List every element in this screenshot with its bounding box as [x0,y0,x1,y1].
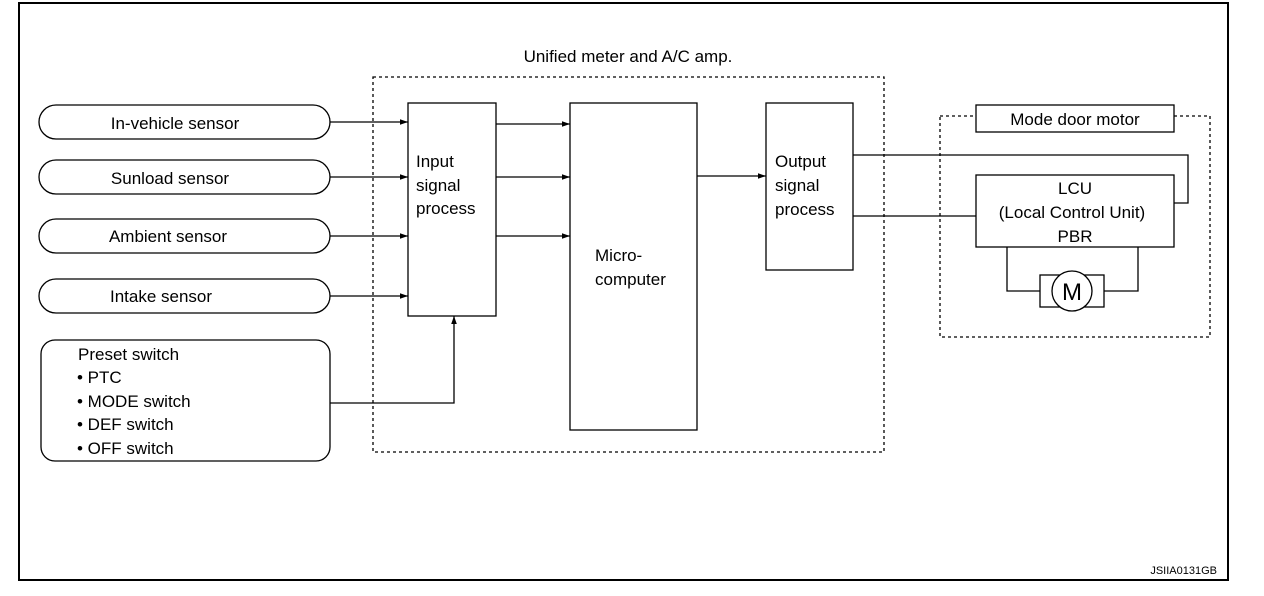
microcomputer-block [569,102,698,431]
lcu-line-3: PBR [1058,227,1093,246]
wire-lcu-to-motor-left [1006,247,1040,292]
mode-door-motor-label-box [975,104,1175,133]
preset-switch-title: Preset switch [78,345,179,364]
amp-boundary [372,76,885,453]
mode-door-motor-title: Mode door motor [1010,110,1140,129]
preset-item-off: • OFF switch [77,439,174,458]
output-signal-process-block [765,102,854,271]
micro-block-line-1: Micro- [595,246,642,265]
input-block-line-2: signal [416,176,460,195]
preset-item-def: • DEF switch [77,415,174,434]
sensor-ambient-label: Ambient sensor [109,227,227,246]
output-block-line-1: Output [775,152,826,171]
wire-output-to-lcu-upper [853,154,1189,204]
wire-lcu-to-motor-right [1104,247,1139,292]
lcu-line-1: LCU [1058,179,1092,198]
amp-title: Unified meter and A/C amp. [524,47,733,66]
lcu-box [975,174,1175,248]
motor-symbol: M [1062,279,1082,306]
input-block-line-3: process [416,199,476,218]
input-block-line-1: Input [416,152,454,171]
preset-item-ptc: • PTC [77,368,122,387]
arrow-preset-to-input [330,316,457,404]
preset-item-mode: • MODE switch [77,392,191,411]
micro-block-line-2: computer [595,270,666,289]
preset-switch-box [40,339,331,462]
lcu-line-2: (Local Control Unit) [999,203,1145,222]
sensor-in-vehicle-label: In-vehicle sensor [111,114,240,133]
output-block-line-3: process [775,200,835,219]
sensor-intake-label: Intake sensor [110,287,212,306]
motor-circle [1051,270,1093,312]
output-block-line-2: signal [775,176,819,195]
input-signal-process-block [407,102,497,317]
sensor-sunload-label: Sunload sensor [111,169,229,188]
figure-id: JSIIA0131GB [1150,565,1217,577]
diagram-frame [18,2,1229,581]
